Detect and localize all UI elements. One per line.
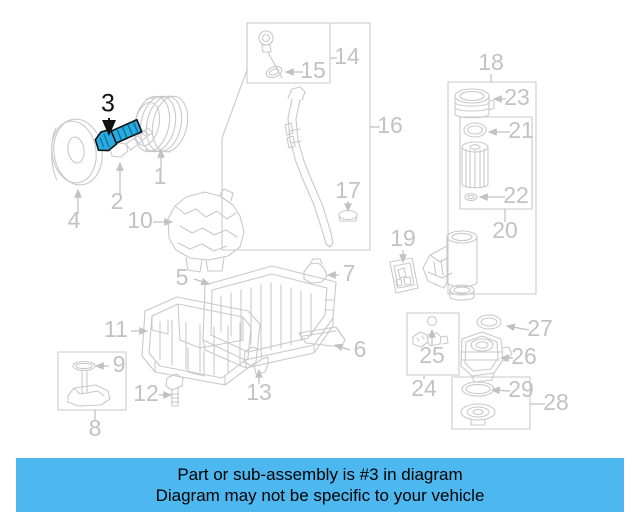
callout-label-7: 7 — [343, 260, 356, 286]
callout-label-26: 26 — [511, 343, 537, 369]
callout-label-21: 21 — [508, 117, 534, 143]
callout-label-12: 12 — [133, 380, 159, 406]
callout-label-14: 14 — [334, 43, 360, 69]
callout-label-2: 2 — [111, 188, 124, 214]
callout-label-28: 28 — [543, 389, 569, 415]
banner-line-2: Diagram may not be specific to your vehi… — [155, 486, 485, 505]
part-shape-20 — [459, 116, 533, 210]
part-shape-8 — [57, 351, 127, 411]
callout-label-27: 27 — [527, 315, 553, 341]
callout-label-18: 18 — [478, 49, 504, 75]
part-shape-22 — [464, 192, 478, 202]
callout-label-11: 11 — [104, 316, 128, 342]
banner-line-1: Part or sub-assembly is #3 in diagram — [177, 465, 463, 484]
callout-label-17: 17 — [335, 177, 361, 203]
part-shape-11 — [141, 296, 261, 386]
callout-label-8: 8 — [89, 415, 102, 441]
callout-label-22: 22 — [503, 182, 529, 208]
part-shape-28 — [451, 376, 531, 430]
part-shape-housing — [422, 230, 478, 301]
part-shape-21 — [463, 122, 487, 138]
callout-label-24: 24 — [411, 375, 437, 401]
leader-6 — [333, 343, 351, 352]
callout-label-16: 16 — [377, 112, 403, 138]
callout-label-9: 9 — [113, 351, 126, 377]
info-banner: Part or sub-assembly is #3 in diagram Di… — [16, 458, 624, 512]
part-shape-5 — [202, 265, 337, 369]
part-shape-6 — [298, 326, 346, 348]
callout-label-29: 29 — [508, 376, 534, 402]
part-shape-filter-element — [461, 141, 489, 189]
part-shape-18 — [447, 81, 537, 295]
part-shape-10 — [167, 188, 245, 273]
callout-label-4: 4 — [68, 207, 81, 233]
leader-27 — [505, 323, 530, 332]
leader-5 — [193, 277, 211, 286]
part-shape-16-tube — [284, 86, 334, 248]
leader-29 — [490, 386, 511, 395]
callout-label-23: 23 — [504, 84, 530, 110]
callout-label-20: 20 — [492, 217, 518, 243]
part-shape-13 — [243, 346, 269, 375]
callout-label-1: 1 — [154, 163, 167, 189]
callout-label-19: 19 — [390, 225, 416, 251]
part-shape-27 — [476, 314, 502, 330]
part-shape-23 — [454, 88, 495, 119]
callout-label-15: 15 — [300, 57, 326, 83]
callout-label-3-highlighted: 3 — [101, 90, 115, 118]
callout-label-5: 5 — [176, 264, 189, 290]
callout-label-10: 10 — [127, 207, 153, 233]
callout-label-6: 6 — [354, 336, 367, 362]
callout-label-13: 13 — [246, 379, 272, 405]
callout-label-25: 25 — [419, 342, 445, 368]
part-shape-16 — [221, 22, 371, 251]
